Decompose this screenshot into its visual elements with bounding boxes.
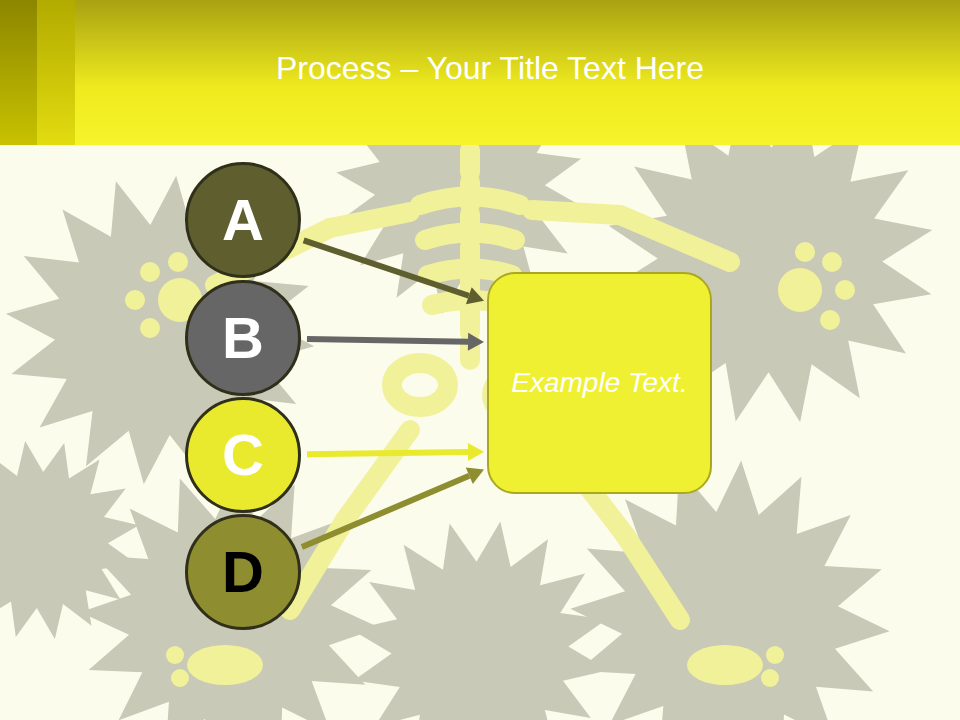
step-letter: B [222,300,264,375]
arrow-line [307,339,468,342]
box-text: Example Text. [511,365,687,401]
step-circle: B [185,280,301,396]
arrow-line [304,240,469,295]
flow-arrow [307,443,484,461]
text-box: Example Text. [487,272,712,494]
header-stripe [37,0,75,145]
flow-arrow [304,240,484,304]
starbursts [0,49,960,720]
flow-arrow [307,333,484,351]
header-band [0,0,960,145]
step-circle: A [185,162,301,278]
arrow-line [307,452,468,454]
step-letter: A [222,182,264,257]
arrow-head [468,333,484,351]
hands-feet [125,242,855,687]
title-text: Process – Your Title Text Here [276,50,704,86]
arrow-line [302,476,469,547]
slide-title: Process – Your Title Text Here [75,48,905,88]
step-circle: C [185,397,301,513]
flow-arrow [302,468,484,547]
arrow-head [468,443,484,461]
step-letter: C [222,417,264,492]
arrow-head [466,287,484,304]
header-stripe [0,0,37,145]
step-circle: D [185,514,301,630]
arrow-head [466,468,484,485]
step-letter: D [222,534,264,609]
